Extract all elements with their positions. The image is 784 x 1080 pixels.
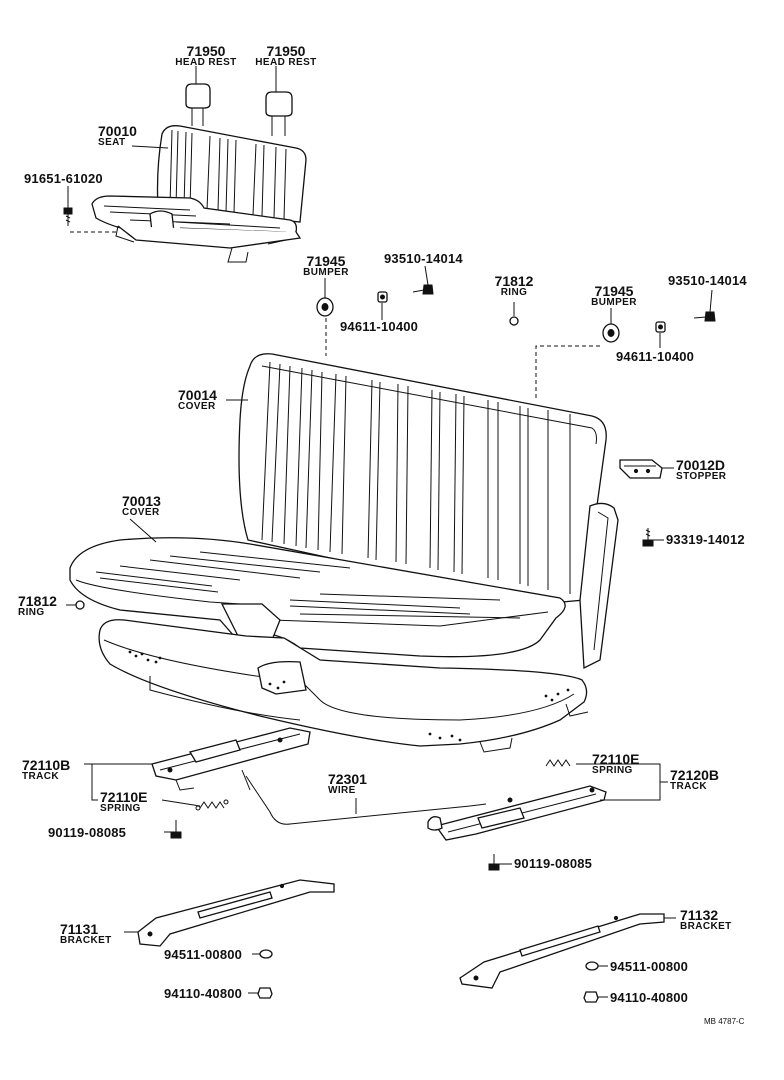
part-name: RING [18,607,45,618]
track-72110b [151,727,311,791]
nut-94511-right [585,961,599,971]
seat-base-frame [98,619,589,753]
part-number: 72110B [22,757,71,773]
part-number: 71812 [494,273,534,289]
label-93510-14014-left: 93510-14014 [384,251,463,266]
part-name: COVER [122,507,160,518]
label-71812-top: 71812 RING [490,274,538,298]
part-number: 71945 [306,253,346,269]
label-94110-40800-left: 94110-40800 [164,986,243,1001]
seat-back-cover [238,353,619,670]
label-72110b: 72110B TRACK [22,758,70,782]
part-name: BRACKET [60,935,112,946]
label-70014: 70014 COVER [178,388,217,412]
label-70013: 70013 COVER [122,494,161,518]
drawing-reference: MB 4787-C [704,1017,745,1026]
label-72120b: 72120B TRACK [670,768,719,792]
bolt-90119-left [170,820,182,839]
label-94611-10400-right: 94611-10400 [616,349,695,364]
label-70010: 70010 SEAT [98,124,137,148]
seat-assembly-thumbnail [91,83,307,263]
part-name: SPRING [592,765,633,776]
part-name: BUMPER [303,267,349,278]
leader-lines [66,66,713,998]
label-71945-left: 71945 BUMPER [300,254,352,278]
nut-94110-right [583,991,599,1003]
part-number: 70014 [178,387,217,403]
part-number: 72110E [100,789,148,805]
wire-72301 [241,769,487,825]
part-number: 72120B [670,767,720,783]
part-name: HEAD REST [175,57,237,68]
label-94511-00800-right: 94511-00800 [610,959,689,974]
part-number: 70010 [98,123,137,139]
part-name: WIRE [328,785,356,796]
part-number: 70013 [122,493,161,509]
label-72301: 72301 WIRE [328,772,367,796]
part-number: 71950 [266,43,306,59]
nut-94110-left [257,987,273,999]
label-72110e-right: 72110E SPRING [592,752,640,776]
bracket-71131 [137,879,335,947]
part-name: STOPPER [676,471,727,482]
label-91651-61020: 91651-61020 [24,171,103,186]
part-name: BUMPER [591,297,637,308]
part-name: SPRING [100,803,141,814]
spring-72110e-right [545,759,571,767]
label-71812-left: 71812 RING [18,594,57,618]
part-number: 71132 [680,907,719,923]
part-number: 70012D [676,457,726,473]
label-90119-08085-left: 90119-08085 [48,825,127,840]
part-name: COVER [178,401,216,412]
stopper-70012d [619,459,663,479]
part-name: RING [500,287,528,298]
label-71950-right: 71950 HEAD REST [254,44,318,68]
part-name: TRACK [22,771,59,782]
label-93510-14014-right: 93510-14014 [668,273,747,288]
part-number: 71945 [594,283,634,299]
label-71945-right: 71945 BUMPER [584,284,644,308]
screw-93510-right [693,311,716,322]
part-number: 71950 [186,43,226,59]
part-name: SEAT [98,137,126,148]
bolt-91651 [63,207,118,233]
screw-93510-left [412,284,434,295]
label-94110-40800-right: 94110-40800 [610,990,689,1005]
nut-94511-left [259,949,273,959]
bolt-93319 [642,528,654,547]
label-94511-00800-left: 94511-00800 [164,947,243,962]
label-71131: 71131 BRACKET [60,922,112,946]
label-93319-14012: 93319-14012 [666,532,745,547]
part-number: 72110E [592,751,640,767]
ring-71812-left [75,600,85,610]
label-90119-08085-right: 90119-08085 [514,856,593,871]
part-number: 71131 [60,921,99,937]
nut-94611-left [377,291,388,303]
part-number: 71812 [18,593,57,609]
part-name: BRACKET [680,921,732,932]
label-71132: 71132 BRACKET [680,908,732,932]
bolt-90119-right [488,854,500,871]
bumper-left [316,297,334,356]
label-94611-10400-left: 94611-10400 [340,319,419,334]
ring-71812-top [509,316,519,326]
label-71950-left: 71950 HEAD REST [174,44,238,68]
label-70012d: 70012D STOPPER [676,458,726,482]
track-72120b [427,785,607,841]
seat-cushion-cover [69,537,566,658]
bracket-71132 [459,913,665,989]
part-number: 72301 [328,771,367,787]
nut-94611-right [655,321,666,333]
label-72110e-left: 72110E SPRING [100,790,148,814]
part-name: HEAD REST [255,57,317,68]
part-name: TRACK [670,781,707,792]
spring-72110e-left [195,799,229,811]
bumper-right [535,323,620,398]
